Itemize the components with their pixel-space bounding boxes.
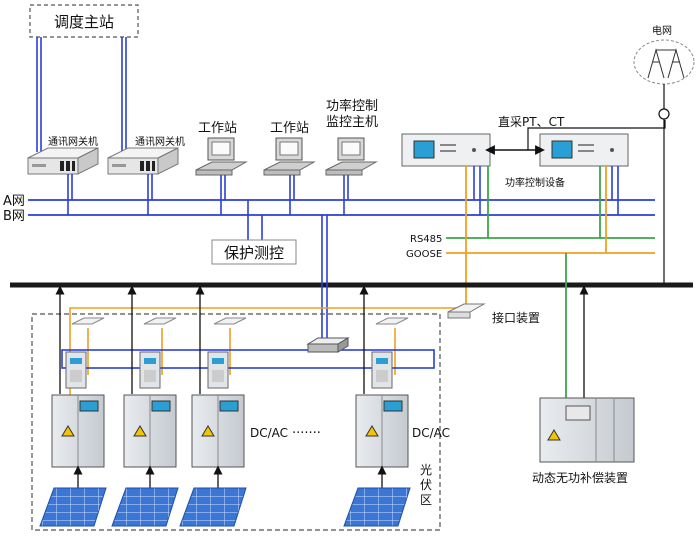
gateway-2-label: 通讯网关机 <box>135 135 185 148</box>
ct-icon <box>658 108 670 120</box>
gateway-1-label: 通讯网关机 <box>48 135 98 148</box>
bus-switch-links <box>321 215 328 338</box>
dispatch-station: 调度主站 <box>29 4 139 38</box>
comm-units <box>65 351 393 389</box>
inverters <box>51 394 409 468</box>
pv-panel-1 <box>39 487 107 527</box>
inverter-3 <box>191 394 245 468</box>
gateway-2: 通讯网关机 <box>107 135 185 175</box>
rs485-label: RS485 <box>410 234 442 245</box>
grid-label: 电网 <box>652 24 672 37</box>
comm-unit-1 <box>65 351 87 389</box>
power-host-label-1: 功率控制 <box>326 98 378 114</box>
network-switch <box>306 337 350 353</box>
workstation-1-label: 工作站 <box>198 121 237 136</box>
svg-device-label: 动态无功补偿装置 <box>532 470 628 485</box>
pv-panel-3 <box>179 487 247 527</box>
panel-inverter-arrows <box>73 465 387 488</box>
power-control-device-2 <box>539 133 629 167</box>
net-b-label: B网 <box>3 209 25 224</box>
dispatch-links <box>36 37 127 152</box>
comm-unit-3 <box>207 351 229 389</box>
pv-zone-label-3: 区 <box>420 493 432 507</box>
pv-panel-4 <box>343 487 411 527</box>
comm-unit-2 <box>139 351 161 389</box>
ellipsis-label: ······· <box>292 426 321 441</box>
inverter-bus-arrows <box>55 285 369 394</box>
fiber-terminals <box>71 317 409 325</box>
power-host-label-2: 监控主机 <box>326 115 378 130</box>
direct-sample-line <box>527 120 666 150</box>
dcac-left-label: DC/AC <box>250 426 288 440</box>
device-network-drops <box>473 166 619 215</box>
workstation-2: 工作站 <box>263 121 316 176</box>
workstation-1: 工作站 <box>195 121 248 176</box>
gateway-1: 通讯网关机 <box>27 135 99 175</box>
goose-label: GOOSE <box>406 249 442 260</box>
rs485-lines <box>446 166 655 239</box>
workstation-2-label: 工作站 <box>270 121 309 136</box>
inverter-4 <box>355 394 409 468</box>
fiber-drops <box>87 328 396 375</box>
interface-label: 接口装置 <box>492 310 540 325</box>
workstation-drops <box>220 175 349 215</box>
inverter-1 <box>51 394 105 468</box>
grid-symbol: 电网 <box>633 24 695 285</box>
net-a-label: A网 <box>3 194 25 209</box>
pv-ring-network <box>61 349 435 369</box>
network-lines <box>28 199 655 216</box>
pv-zone-label-1: 光 <box>420 463 432 477</box>
comm-unit-4 <box>371 351 393 389</box>
dcac-right-label: DC/AC <box>412 426 450 440</box>
inverter-2 <box>123 394 177 468</box>
power-device-label: 功率控制设备 <box>505 176 565 189</box>
gateway-drops <box>67 174 153 215</box>
svg-device: 动态无功补偿装置 <box>532 253 635 485</box>
protection-block: 保护测控 <box>211 200 297 265</box>
protection-label: 保护测控 <box>224 244 284 262</box>
pv-zone-label-2: 伏 <box>420 478 432 492</box>
pv-panel-2 <box>111 487 179 527</box>
interface-device: 接口装置 <box>447 303 540 325</box>
dispatch-label: 调度主站 <box>54 13 114 31</box>
pv-panels <box>39 487 411 527</box>
power-control-host: 功率控制 监控主机 <box>325 98 378 176</box>
direct-sample-label: 直采PT、CT <box>498 115 565 129</box>
pv-zone <box>31 313 441 531</box>
power-control-device-1 <box>401 133 491 167</box>
